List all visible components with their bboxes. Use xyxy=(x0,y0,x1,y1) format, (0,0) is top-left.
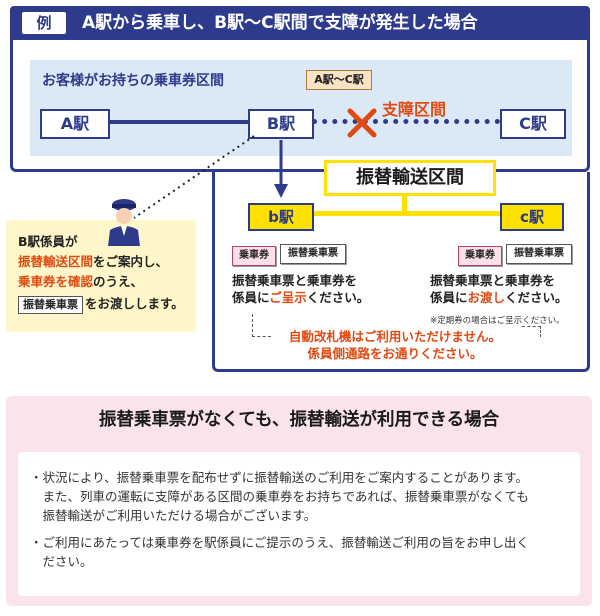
example-title: A駅から乗車し、B駅〜C駅間で支障が発生した場合 xyxy=(82,13,478,33)
no-ticket-bullets: ・状況により、振替乗車票を配布せずに振替輸送のご利用をご案内することがあります。… xyxy=(30,468,575,571)
gate-note: 自動改札機はご利用いただけません。 係員側通路をお通りください。 xyxy=(260,328,530,362)
station-b-lower: b駅 xyxy=(248,203,314,231)
station-c-lower: c駅 xyxy=(500,203,564,231)
ticket-range-badge: A駅〜C駅 xyxy=(306,70,372,90)
furikae-ticket-chip: 振替乗車票 xyxy=(18,296,83,314)
bullet-line: また、列車の運転に支障がある区間の乗車券をお持ちであれば、振替乗車票がなくても xyxy=(30,489,529,504)
right-instruction-line2: 係員にお渡しください。 xyxy=(430,290,568,305)
example-tag: 例 xyxy=(22,12,66,34)
station-staff-icon xyxy=(108,199,140,246)
staff-line4: 振替乗車票をお渡しします。 xyxy=(18,294,184,314)
disruption-x-icon xyxy=(347,108,377,138)
staff-text: B駅係員が 振替輸送区間をご案内し、 乗車券を確認のうえ、 振替乗車票をお渡しし… xyxy=(18,232,184,314)
furikae-ticket-card: 振替乗車票 xyxy=(280,244,346,264)
station-b: B駅 xyxy=(248,109,314,139)
staff-label: B駅係員が xyxy=(18,234,78,249)
left-instruction: 振替乗車票と乗車券を 係員にご呈示ください。 xyxy=(232,272,369,306)
bullet-line: ださい。 xyxy=(30,554,93,569)
right-instruction: 振替乗車票と乗車券を 係員にお渡しください。 xyxy=(430,272,568,306)
left-bracket xyxy=(252,314,271,337)
furikae-ticket-card-right: 振替乗車票 xyxy=(506,244,572,264)
no-ticket-title: 振替乗車票がなくても、振替輸送が利用できる場合 xyxy=(98,410,500,430)
example-panel-header xyxy=(10,6,590,40)
transfer-title: 振替輸送区間 xyxy=(324,160,496,196)
bullet-line: 振替輸送がご利用いただける場合がございます。 xyxy=(30,508,317,523)
station-c: C駅 xyxy=(500,109,566,139)
down-arrow-icon xyxy=(274,140,288,198)
no-ticket-body xyxy=(18,452,580,596)
transfer-area xyxy=(212,172,590,372)
josha-ticket-card-right: 乗車券 xyxy=(458,246,502,266)
transfer-title-stem xyxy=(402,186,407,212)
josha-ticket-card: 乗車券 xyxy=(232,246,276,266)
right-bracket xyxy=(522,326,541,337)
station-a: A駅 xyxy=(40,109,110,139)
gate-note-line1: 自動改札機はご利用いただけません。 xyxy=(288,329,502,344)
staff-line3: 乗車券を確認のうえ、 xyxy=(18,274,144,289)
staff-line2: 振替輸送区間をご案内し、 xyxy=(18,254,169,269)
ticket-zone-title: お客様がお持ちの乗車券区間 xyxy=(42,73,224,89)
bullet-line: ・状況により、振替乗車票を配布せずに振替輸送のご利用をご案内することがあります。 xyxy=(30,470,529,485)
teiki-note: ※定期券の場合はご呈示ください。 xyxy=(430,316,565,326)
disruption-label: 支障区間 xyxy=(382,100,447,119)
track-b-c-disrupted xyxy=(312,119,500,124)
ticket-zone xyxy=(30,60,572,156)
left-instruction-line1: 振替乗車票と乗車券を xyxy=(232,273,358,288)
right-instruction-line1: 振替乗車票と乗車券を xyxy=(430,273,556,288)
track-a-b xyxy=(110,120,250,124)
gate-note-line2: 係員側通路をお通りください。 xyxy=(307,346,483,361)
bullet-line: ・ご利用にあたっては乗車券を駅係員にご提示のうえ、振替輸送ご利用の旨をお申し出く xyxy=(30,535,529,550)
transfer-track xyxy=(300,211,512,216)
left-instruction-line2: 係員にご呈示ください。 xyxy=(232,290,370,305)
staff-leader-line xyxy=(133,135,255,219)
